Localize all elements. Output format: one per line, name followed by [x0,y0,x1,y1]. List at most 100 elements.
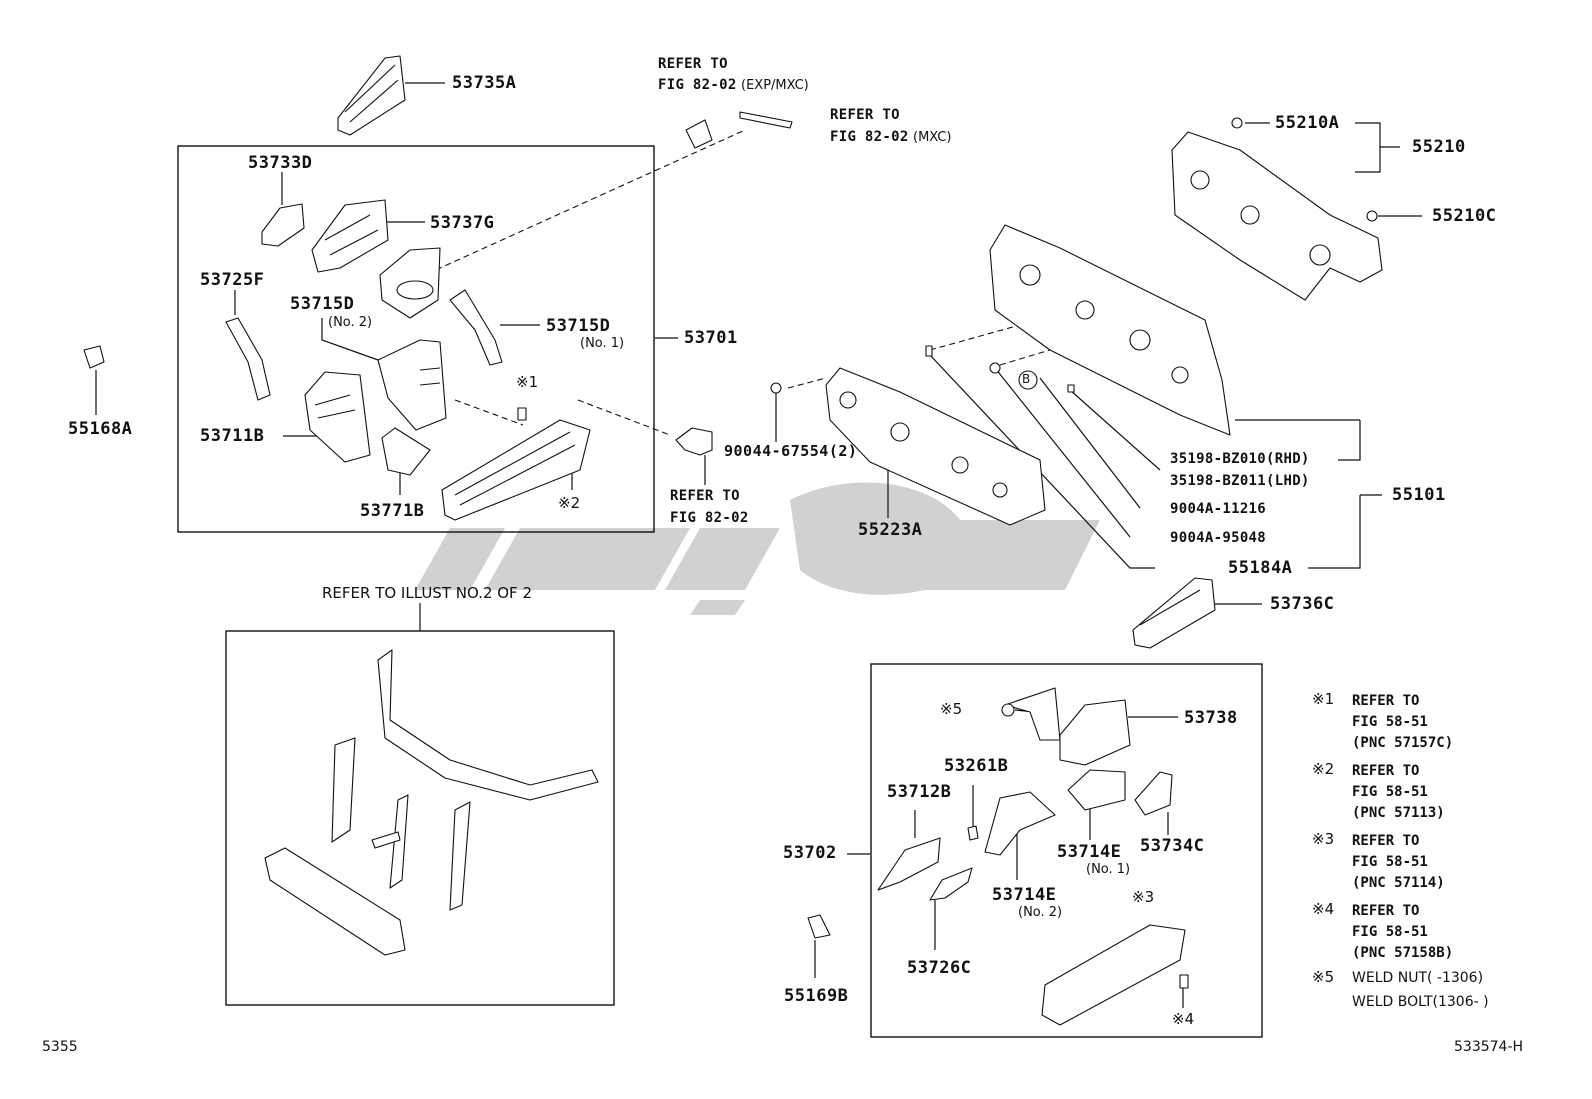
note2-line2: FIG 58-51 [1352,784,1428,800]
note5-line2: WELD BOLT(1306- ) [1352,994,1489,1010]
part-53715D-no2-drawing [377,339,447,431]
label-53701: 53701 [684,328,738,348]
label-90044-67554: 90044-67554(2) [724,442,858,460]
label-53711B: 53711B [200,426,265,446]
label-53714E-no1-sub: (No. 1) [1086,862,1131,877]
label-53771B: 53771B [360,501,425,521]
label-55210: 55210 [1412,137,1466,157]
part-53736C-drawing [1132,577,1216,649]
circle-b-mark [1018,370,1038,390]
label-53725F: 53725F [200,270,265,290]
note3-line1: REFER TO [1352,833,1420,849]
note1-mark: ※1 [1312,690,1335,708]
ref-fig-82-02-mxc-line1: REFER TO [830,107,900,123]
part-53726C-drawing [929,867,973,901]
label-55184A: 55184A [1228,558,1293,578]
mark-note3: ※3 [1132,888,1155,906]
label-53715D-no2-sub: (No. 2) [328,315,373,330]
label-9004A-11216: 9004A-11216 [1170,501,1267,517]
label-53737G: 53737G [430,213,495,233]
part-strut-housing-drawing [379,247,441,319]
part-weld-bracket-drawing [1004,687,1061,741]
part-53725F-drawing [225,317,271,401]
part-55101-drawing [989,224,1231,436]
part-53735A-drawing [337,55,406,136]
group-frame-illust2 [225,630,615,1006]
illust2-assembly-drawing [264,649,599,956]
label-55210A: 55210A [1275,113,1340,133]
note2-line3: (PNC 57113) [1352,805,1445,821]
mark-note2: ※2 [558,494,581,512]
note3-line2: FIG 58-51 [1352,854,1428,870]
note1-line3: (PNC 57157C) [1352,735,1454,751]
label-53714E-no2-sub: (No. 2) [1018,905,1063,920]
label-53261B: 53261B [944,756,1009,776]
label-53715D-no1: 53715D [546,316,611,336]
label-53714E-no1: 53714E [1057,842,1122,862]
label-53726C: 53726C [907,958,972,978]
label-53738: 53738 [1184,708,1238,728]
ref-fig-82-02-line2: FIG 82-02 [670,510,749,526]
part-side-member-drawing [441,419,591,521]
part-53711B-drawing [304,371,371,463]
ref-illust-2-of-2: REFER TO ILLUST NO.2 OF 2 [322,584,532,602]
part-53738-drawing [1059,699,1131,766]
label-53715D-no1-sub: (No. 1) [580,336,625,351]
ref-bracket2-drawing [675,427,713,456]
label-53715D-no2: 53715D [290,294,355,314]
footer-page-code: 5355 [42,1039,78,1055]
weld-nut-drawing [1001,703,1015,717]
note1-line2: FIG 58-51 [1352,714,1428,730]
note4-line3: (PNC 57158B) [1352,945,1454,961]
part-53714E-no1-drawing [1067,769,1126,811]
part-53261B-drawing [967,825,979,841]
group-frame-53701 [177,145,655,533]
note2-line1: REFER TO [1352,763,1420,779]
label-53702: 53702 [783,843,837,863]
note3-mark: ※3 [1312,830,1335,848]
part-55169B-drawing [807,914,831,939]
part-55168A-drawing [83,345,105,369]
note4-line2: FIG 58-51 [1352,924,1428,940]
note2-mark: ※2 [1312,760,1335,778]
part-53712B-drawing [877,837,941,891]
bolt-9004A-drawing [989,362,1001,374]
ref-fig-82-02-mxc-line3: (MXC) [913,130,952,145]
label-55168A: 55168A [68,419,133,439]
note5-mark: ※5 [1312,968,1335,986]
ref-fig-82-02-exp-line1: REFER TO [658,56,728,72]
bolt-90044-drawing [770,382,782,394]
label-53714E-no2: 53714E [992,885,1057,905]
label-53736C: 53736C [1270,594,1335,614]
part-55210-drawing [1171,131,1383,301]
mark-note1: ※1 [516,373,539,391]
part-53737G-drawing [311,199,389,273]
part-55223A-drawing [825,367,1046,526]
ref-fig-82-02-line1: REFER TO [670,488,740,504]
mark-note4: ※4 [1172,1010,1195,1028]
mark-note5: ※5 [940,700,963,718]
pin-35198-drawing [1067,384,1075,393]
label-53735A: 53735A [452,73,517,93]
clip-drawing [517,407,527,421]
ref-plate-drawing [739,111,793,129]
pin-55184A-drawing [925,345,933,357]
label-9004A-95048: 9004A-95048 [1170,530,1267,546]
ref-fig-82-02-mxc-line2: FIG 82-02 [830,129,909,145]
part-53715D-no1-drawing [449,289,503,366]
label-55223A: 55223A [858,520,923,540]
ref-fig-82-02-exp-line2: FIG 82-02 [658,77,737,93]
bolt-55210C-drawing [1366,210,1378,222]
ref-bracket-drawing [685,119,713,149]
label-55101: 55101 [1392,485,1446,505]
footer-drawing-id: 533574-H [1454,1039,1524,1055]
circle-b-label: B [1022,372,1031,386]
note4-mark: ※4 [1312,900,1335,918]
label-55210C: 55210C [1432,206,1497,226]
ref-fig-82-02-exp-line3: (EXP/MXC) [741,78,809,93]
bolt-55210A-drawing [1231,117,1243,129]
note1-line1: REFER TO [1352,693,1420,709]
part-53734C-drawing [1134,771,1173,816]
label-35198-bz011: 35198-BZ011(LHD) [1170,473,1310,489]
